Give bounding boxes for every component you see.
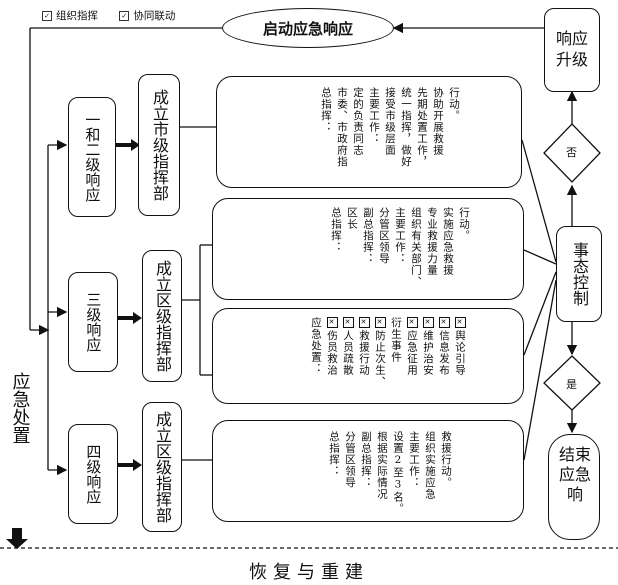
legend: ✓组织指挥 ✓协同联动 [42,8,175,23]
checkbox-icon: ✕ [406,317,418,328]
checkbox-icon: ✕ [374,317,386,328]
checkbox-icon: ✕ [326,317,338,328]
district-hq-duties-panel: 行动。 实施应急救援 专业救援力量 组织有关部门、 主要工作： 分管区领导 副总… [212,198,524,300]
end-response-box: 结束应急响 [548,434,600,540]
legend-item-coordinate: ✓协同联动 [119,10,175,22]
recovery-label: 恢复与重建 [249,562,369,583]
decision-no-label: 否 [566,146,577,159]
checkbox-icon: ✕ [438,317,450,328]
action-info: ✕信息发布 [438,317,450,376]
action-prevent: ✕防止次生、 [374,317,386,388]
district-hq-duties-text: 行动。 实施应急救援 专业救援力量 组织有关部门、 主要工作： 分管区领导 副总… [330,207,470,288]
action-evacuate: ✕人员疏散 [342,317,354,376]
city-hq-duties-text: 行动。 协助开展救援 先期处置工作， 统一指挥，做好 接受市级层面 主要工作： … [320,87,460,168]
level-1-2-box: 一和二级响应 [68,97,116,217]
action-requisition: ✕应急征用 [406,317,418,376]
response-upgrade-box: 响应升级 [544,8,600,92]
action-rescue: ✕救援行动 [358,317,370,376]
district-hq-box-4: 成立区级指挥部 [142,402,182,532]
district-hq-box-3: 成立区级指挥部 [142,250,182,382]
side-label: 应急处置 [9,372,31,444]
checkbox-icon: ✕ [422,317,434,328]
action-security: ✕维护治安 [422,317,434,376]
level-3-box: 三级响应 [68,272,118,372]
district-hq-4-duties-text: 救援行动。 组织实施应急 主要工作： 设置2至3名。 根据实际情况 副总指挥： … [328,431,452,515]
level-4-box: 四级响应 [68,424,118,524]
district-hq-4-duties-panel: 救援行动。 组织实施应急 主要工作： 设置2至3名。 根据实际情况 副总指挥： … [212,420,524,522]
action-opinion: ✕舆论引导 [454,317,466,376]
checkbox-icon: ✕ [358,317,370,328]
legend-item-organize: ✓组织指挥 [42,10,98,22]
checkbox-icon: ✕ [454,317,466,328]
action-treatment: ✕伤员救治 [326,317,338,376]
check-icon: ✓ [119,11,130,21]
city-hq-box: 成立市级指挥部 [138,74,180,216]
checkbox-icon: ✕ [342,317,354,328]
decision-yes-label: 是 [566,378,577,391]
emergency-actions-text: ✕舆论引导 ✕信息发布 ✕维护治安 ✕应急征用 衍生事件 ✕防止次生、 ✕救援行… [307,317,467,401]
event-control-box: 事态控制 [556,226,602,322]
start-response-node: 启动应急响应 [222,8,394,48]
city-hq-duties-panel: 行动。 协助开展救援 先期处置工作， 统一指挥，做好 接受市级层面 主要工作： … [216,76,522,188]
check-icon: ✓ [42,11,52,21]
emergency-actions-panel: ✕舆论引导 ✕信息发布 ✕维护治安 ✕应急征用 衍生事件 ✕防止次生、 ✕救援行… [212,308,524,404]
